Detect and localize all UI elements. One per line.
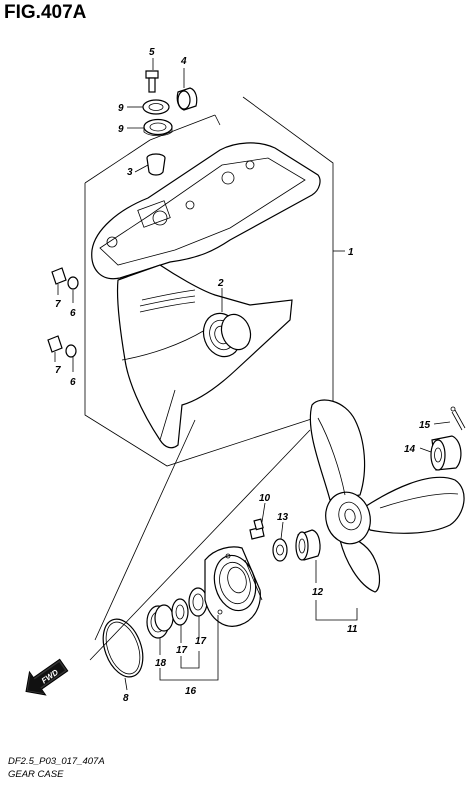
- propeller-part-11: [309, 399, 465, 593]
- callout-11: 11: [347, 624, 358, 635]
- oil-seal-upper: [142, 99, 170, 115]
- nut-part-14: [430, 435, 462, 471]
- drain-screw-upper: [51, 267, 79, 290]
- bearing-part-2: [202, 312, 252, 358]
- callout-1: 1: [348, 247, 354, 258]
- callout-2: 2: [217, 278, 224, 289]
- shaft-housing-part-16: [204, 546, 263, 627]
- oil-seal-lower: [143, 118, 173, 137]
- callout-16: 16: [185, 686, 197, 697]
- bolt-part-10: [249, 518, 265, 540]
- callout-14: 14: [404, 444, 416, 455]
- callout-17-a: 17: [176, 645, 188, 656]
- figure-name: GEAR CASE: [8, 769, 64, 780]
- callout-8: 8: [123, 693, 129, 704]
- washer-part-13: [272, 538, 288, 562]
- callout-17-b: 17: [195, 636, 207, 647]
- callout-labels: 5 4 9 9 3 1 2 7 6 7 6 10 13 12 11 14 15 …: [55, 47, 431, 704]
- forward-direction-indicator: FWD: [25, 658, 69, 696]
- callout-5: 5: [149, 47, 155, 58]
- bushing-part-12: [295, 529, 321, 561]
- callout-9-lower: 9: [118, 124, 124, 135]
- leader-lines: [54, 58, 451, 691]
- drain-screw-lower: [47, 335, 77, 358]
- callout-13: 13: [277, 512, 289, 523]
- callout-3: 3: [127, 167, 133, 178]
- seal-part-17-a: [171, 598, 189, 626]
- figure-code: DF2.5_P03_017_407A: [8, 756, 105, 767]
- bearing-part-18: [146, 604, 174, 639]
- callout-15: 15: [419, 420, 431, 431]
- callout-18: 18: [155, 658, 167, 669]
- callout-9-upper: 9: [118, 103, 124, 114]
- callout-6-lower: 6: [70, 377, 76, 388]
- callout-6-upper: 6: [70, 308, 76, 319]
- gear-case-housing: [91, 142, 321, 449]
- bolt-part-5: [145, 70, 159, 93]
- cotter-pin-part-15: [450, 406, 466, 431]
- callout-10: 10: [259, 493, 271, 504]
- callout-7-upper: 7: [55, 299, 61, 310]
- seal-part-17-b: [188, 587, 208, 617]
- callout-4: 4: [180, 56, 187, 67]
- o-ring-part-8: [102, 618, 144, 678]
- block-part-4: [176, 87, 198, 111]
- callout-12: 12: [312, 587, 324, 598]
- figure-title: FIG.407A: [4, 2, 87, 23]
- callout-7-lower: 7: [55, 365, 61, 376]
- bushing-part-3: [146, 153, 166, 176]
